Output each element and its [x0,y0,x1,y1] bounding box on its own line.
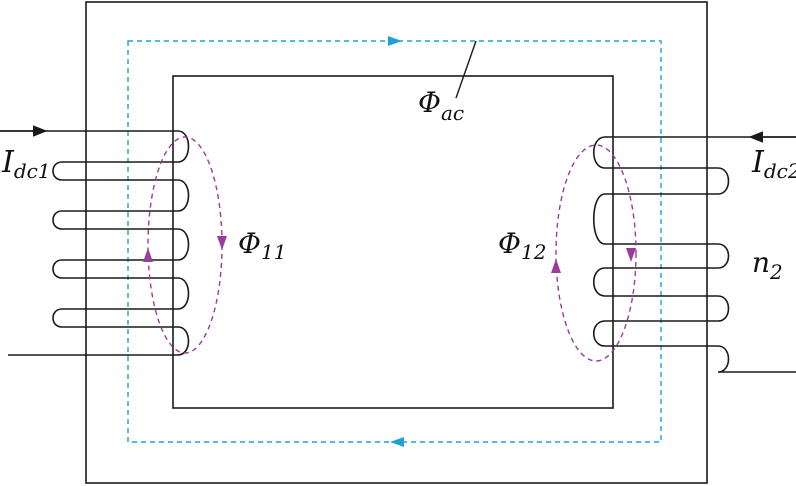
label-phi-11: Φ11 [238,227,286,264]
core-outer-boundary [85,1,708,484]
ac-flux-path [127,40,662,443]
leakage-flux-loop-left [147,136,223,354]
phi-12-arrow-down [626,248,636,262]
left-winding [0,130,190,356]
core-window [172,75,614,409]
label-i-dc2: Idc2 [751,145,796,183]
leakage-flux-loop-right [555,144,637,362]
phi-11-arrow-down [217,236,227,250]
phi-12-arrow-up [551,259,561,273]
right-winding [592,136,796,373]
phi-ac-leader [455,40,477,99]
label-phi-ac: Φac [418,86,464,125]
label-phi-12: Φ12 [498,227,546,264]
ac-flux-arrow-top [388,36,402,46]
ac-flux-arrow-bottom [390,437,404,447]
label-n2: n2 [752,246,783,284]
label-i-dc1: Idc1 [1,145,51,183]
phi-11-arrow-up [143,248,153,262]
